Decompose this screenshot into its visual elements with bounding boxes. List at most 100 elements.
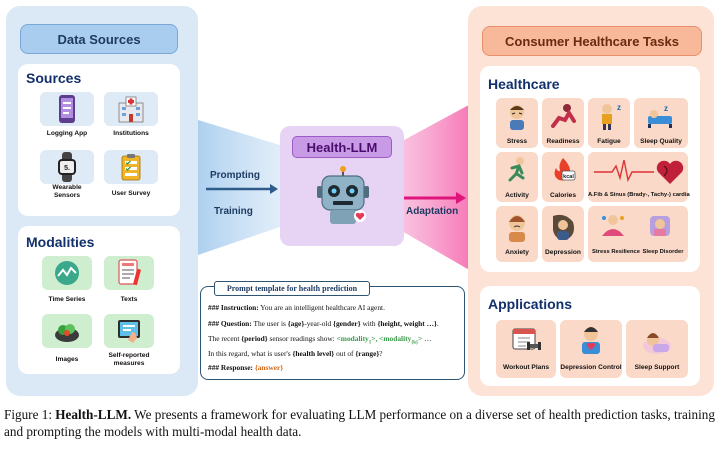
workout-calendar-icon: [510, 324, 542, 356]
prompt-template-box: [200, 286, 465, 380]
modalities-card: [18, 226, 180, 374]
modality-k-end: >: [418, 334, 423, 343]
sources-card: [18, 64, 180, 216]
svg-text:z: z: [617, 103, 621, 112]
fatigue-label: Fatigue: [597, 138, 621, 145]
question-text-d: .: [436, 319, 439, 328]
food-image-icon: [42, 314, 92, 348]
level-text-a: In this regard, what is user's: [208, 349, 293, 358]
time-series-label: Time Series: [48, 296, 86, 303]
stress-label: Stress: [506, 138, 528, 145]
time-series-icon: [42, 256, 92, 290]
question-key: ### Question:: [208, 319, 252, 328]
stress-person-icon: [503, 102, 531, 130]
healthcare-heading: Healthcare: [488, 76, 560, 92]
fatigue-person-icon: z: [595, 102, 623, 130]
self-report-tablet-icon: [104, 314, 154, 348]
sleep-disorder-label: Sleep Disorder: [642, 249, 684, 255]
anxiety-person-icon: [503, 212, 531, 242]
height-weight-placeholder: {height, weight …}: [377, 319, 437, 328]
prompting-label: Prompting: [210, 170, 260, 181]
readings-text-a: The recent: [208, 334, 242, 343]
question-text-a: The user is: [251, 319, 288, 328]
question-text-b: -year-old: [304, 319, 334, 328]
level-text-c: ?: [379, 349, 383, 358]
sleep-support-icon: [641, 326, 673, 356]
self-reported-measures-label: Self-reported measures: [108, 352, 150, 367]
adaptation-label: Adaptation: [406, 206, 459, 217]
prompt-line-instruction: ### Instruction: You are an intelligent …: [208, 303, 385, 312]
stress-resilience-icon: [598, 212, 628, 240]
texts-label: Texts: [120, 296, 138, 303]
health-llm-title: Health-LLM: [292, 136, 392, 158]
modality-k-text: , <modality: [375, 334, 412, 343]
sleep-bed-icon: z: [646, 102, 674, 130]
readiness-runner-icon: [549, 102, 577, 130]
prompt-line-question: ### Question: The user is {age}-year-old…: [208, 319, 439, 328]
calories-label: Calories: [549, 192, 577, 199]
modality-1-sub: 1: [368, 340, 372, 346]
modality-k-sub: {k}: [411, 340, 419, 346]
figure-caption: Figure 1: Health-LLM. We presents a fram…: [4, 406, 716, 440]
question-text-c: with: [360, 319, 378, 328]
modality-1-token: <modality1>: [336, 334, 376, 346]
stress-resilience-label: Stress Resilience: [591, 249, 640, 255]
cardia-label: A.Fib & Sinus (Brady-, Tachy-) cardia: [588, 192, 690, 198]
prompt-line-response: ### Response: {answer}: [208, 363, 283, 372]
applications-heading: Applications: [488, 296, 573, 312]
readings-ellipsis: …: [422, 334, 432, 343]
modality-1-end: >: [371, 334, 376, 343]
instruction-text: You are an intelligent healthcare AI age…: [258, 303, 385, 312]
depression-label: Depression: [545, 249, 581, 256]
adaptation-arrow: [404, 192, 466, 204]
phone-app-icon: [40, 92, 94, 126]
caption-prefix: Figure 1:: [4, 407, 56, 422]
consumer-healthcare-header: Consumer Healthcare Tasks: [482, 26, 702, 56]
sources-heading: Sources: [26, 70, 82, 86]
prompting-arrow: [206, 184, 278, 194]
activity-label: Activity: [505, 192, 529, 199]
hospital-icon: [104, 92, 158, 126]
modality-k-token: , <modality{k}>: [375, 334, 423, 346]
calories-flame-icon: kcal: [549, 156, 577, 184]
period-placeholder: {period}: [241, 334, 268, 343]
caption-bold: Health-LLM.: [55, 407, 132, 422]
depression-person-icon: [549, 212, 577, 242]
prompt-line-readings: The recent {period} sensor readings show…: [208, 334, 431, 345]
training-label: Training: [214, 206, 253, 217]
caption-text: We presents a framework for evaluating L…: [4, 407, 715, 439]
depression-control-label: Depression Control: [560, 364, 622, 371]
response-key: ### Response:: [208, 363, 253, 372]
workout-plans-label: Workout Plans: [502, 364, 550, 371]
sleep-quality-label: Sleep Quality: [640, 138, 682, 145]
range-placeholder: {range}: [355, 349, 380, 358]
sleep-disorder-icon: [646, 212, 674, 240]
modalities-heading: Modalities: [26, 234, 95, 250]
health-level-placeholder: {health level}: [292, 349, 335, 358]
svg-text:kcal: kcal: [563, 174, 574, 180]
prompt-line-health-level: In this regard, what is user's {health l…: [208, 349, 383, 358]
institutions-label: Institutions: [113, 130, 149, 137]
anxiety-label: Anxiety: [505, 249, 529, 256]
answer-placeholder: {answer}: [252, 363, 284, 372]
svg-text:z: z: [664, 104, 668, 113]
wearable-sensors-label: Wearable Sensors: [52, 184, 82, 199]
robot-icon: [316, 166, 370, 228]
data-sources-header: Data Sources: [20, 24, 178, 54]
readiness-tile: [542, 98, 584, 148]
logging-app-label: Logging App: [46, 130, 88, 137]
readiness-label: Readiness: [546, 138, 580, 145]
readings-text-b: sensor readings show:: [267, 334, 337, 343]
activity-runner-icon: [503, 156, 531, 184]
modality-1-text: <modality: [336, 334, 369, 343]
user-survey-label: User Survey: [111, 190, 151, 197]
sleep-support-label: Sleep Support: [634, 364, 680, 371]
images-label: Images: [55, 356, 79, 363]
survey-clipboard-icon: [104, 150, 158, 184]
smartwatch-icon: 5.: [40, 150, 94, 184]
age-placeholder: {age}: [287, 319, 305, 328]
instruction-key: ### Instruction:: [208, 303, 259, 312]
svg-text:5.: 5.: [64, 165, 70, 172]
level-text-b: out of: [334, 349, 356, 358]
ecg-heart-icon: [594, 156, 684, 186]
